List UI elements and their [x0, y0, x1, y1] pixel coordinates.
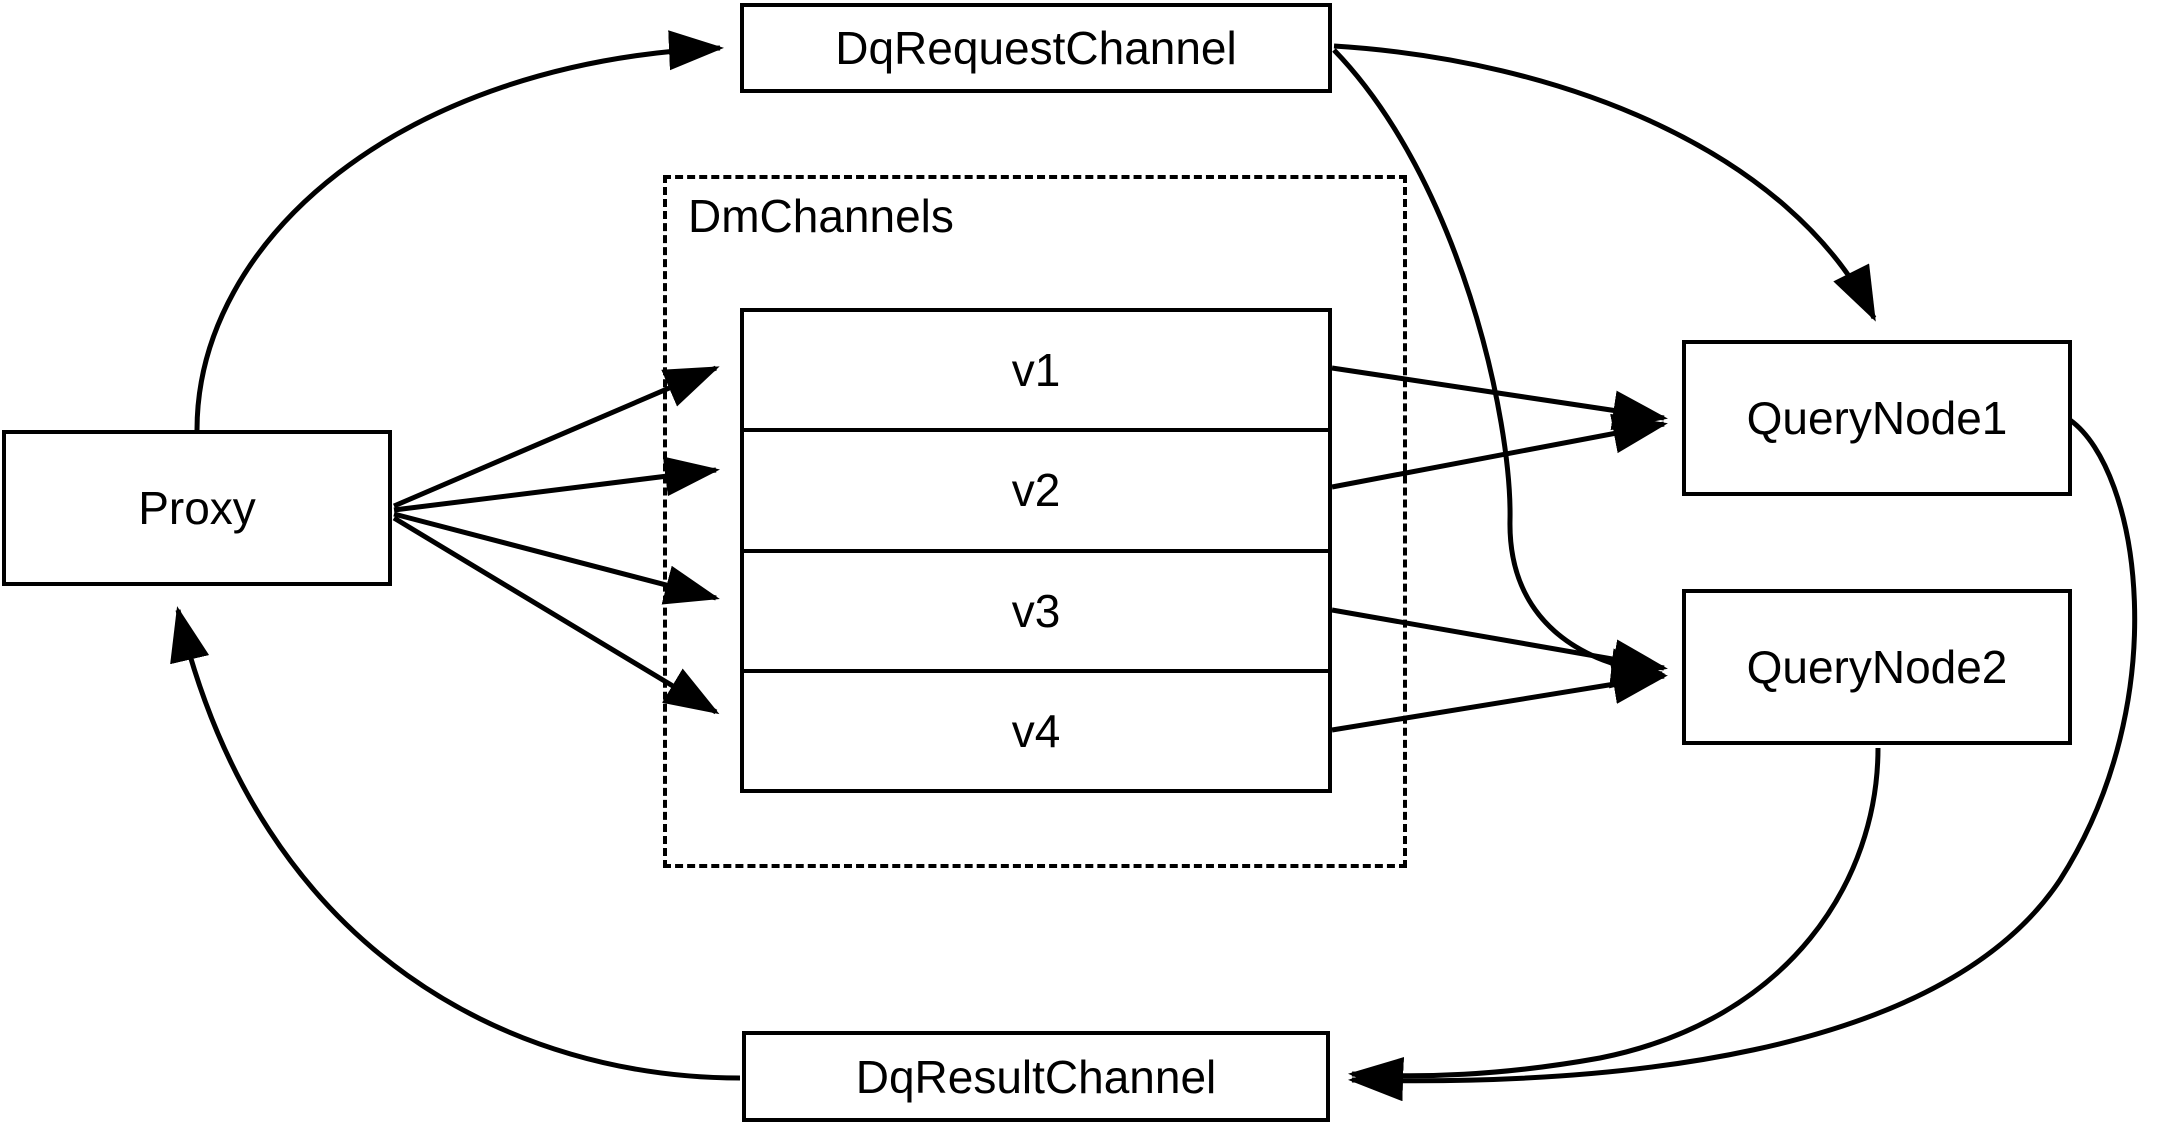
node-dq-request-channel[interactable]: DqRequestChannel [740, 3, 1332, 93]
channel-row-v4[interactable]: v4 [744, 672, 1328, 789]
node-proxy[interactable]: Proxy [2, 430, 392, 586]
edge-v3-to-querynode2 [1331, 607, 1668, 679]
channel-row-v3[interactable]: v3 [744, 552, 1328, 673]
channel-row-v2-label: v2 [1011, 464, 1061, 517]
edge-proxy-to-v4 [392, 515, 720, 715]
channel-row-v1-label: v1 [1011, 344, 1061, 397]
edge-proxy-to-v2 [393, 456, 720, 513]
edge-proxy-to-dqrequestchannel [194, 30, 724, 431]
edge-dqrequestchannel-to-querynode2 [1332, 48, 1666, 689]
channel-row-v2[interactable]: v2 [744, 432, 1328, 553]
edge-proxy-to-v1 [393, 365, 720, 509]
node-dq-result-channel-label: DqResultChannel [855, 1050, 1217, 1103]
edge-v2-to-querynode1 [1331, 413, 1668, 490]
node-dq-request-channel-label: DqRequestChannel [835, 22, 1237, 74]
group-dmchannels-label: DmChannels [688, 190, 954, 242]
edge-dqresultchannel-to-proxy [170, 606, 741, 1081]
node-query-node-2-label: QueryNode2 [1746, 641, 2008, 693]
group-dmchannels [663, 175, 1407, 868]
edge-v4-to-querynode2 [1331, 664, 1668, 733]
node-query-node-1[interactable]: QueryNode1 [1682, 340, 2072, 496]
node-query-node-1-label: QueryNode1 [1746, 392, 2008, 444]
edge-querynode2-to-dqresultchannel [1348, 747, 1881, 1097]
node-dq-result-channel[interactable]: DqResultChannel [742, 1031, 1330, 1122]
edge-v1-to-querynode1 [1331, 365, 1668, 431]
edge-dqrequestchannel-to-querynode1 [1333, 43, 1877, 322]
channel-row-v4-label: v4 [1011, 704, 1061, 757]
channel-row-v3-label: v3 [1011, 584, 1061, 637]
node-query-node-2[interactable]: QueryNode2 [1682, 589, 2072, 745]
edge-querynode1-to-dqresultchannel [1348, 417, 2138, 1102]
channel-row-v1[interactable]: v1 [744, 312, 1328, 433]
node-proxy-label: Proxy [138, 482, 256, 534]
edge-proxy-to-v3 [393, 511, 720, 605]
channel-table: v1 v2 v3 v4 [740, 308, 1332, 793]
